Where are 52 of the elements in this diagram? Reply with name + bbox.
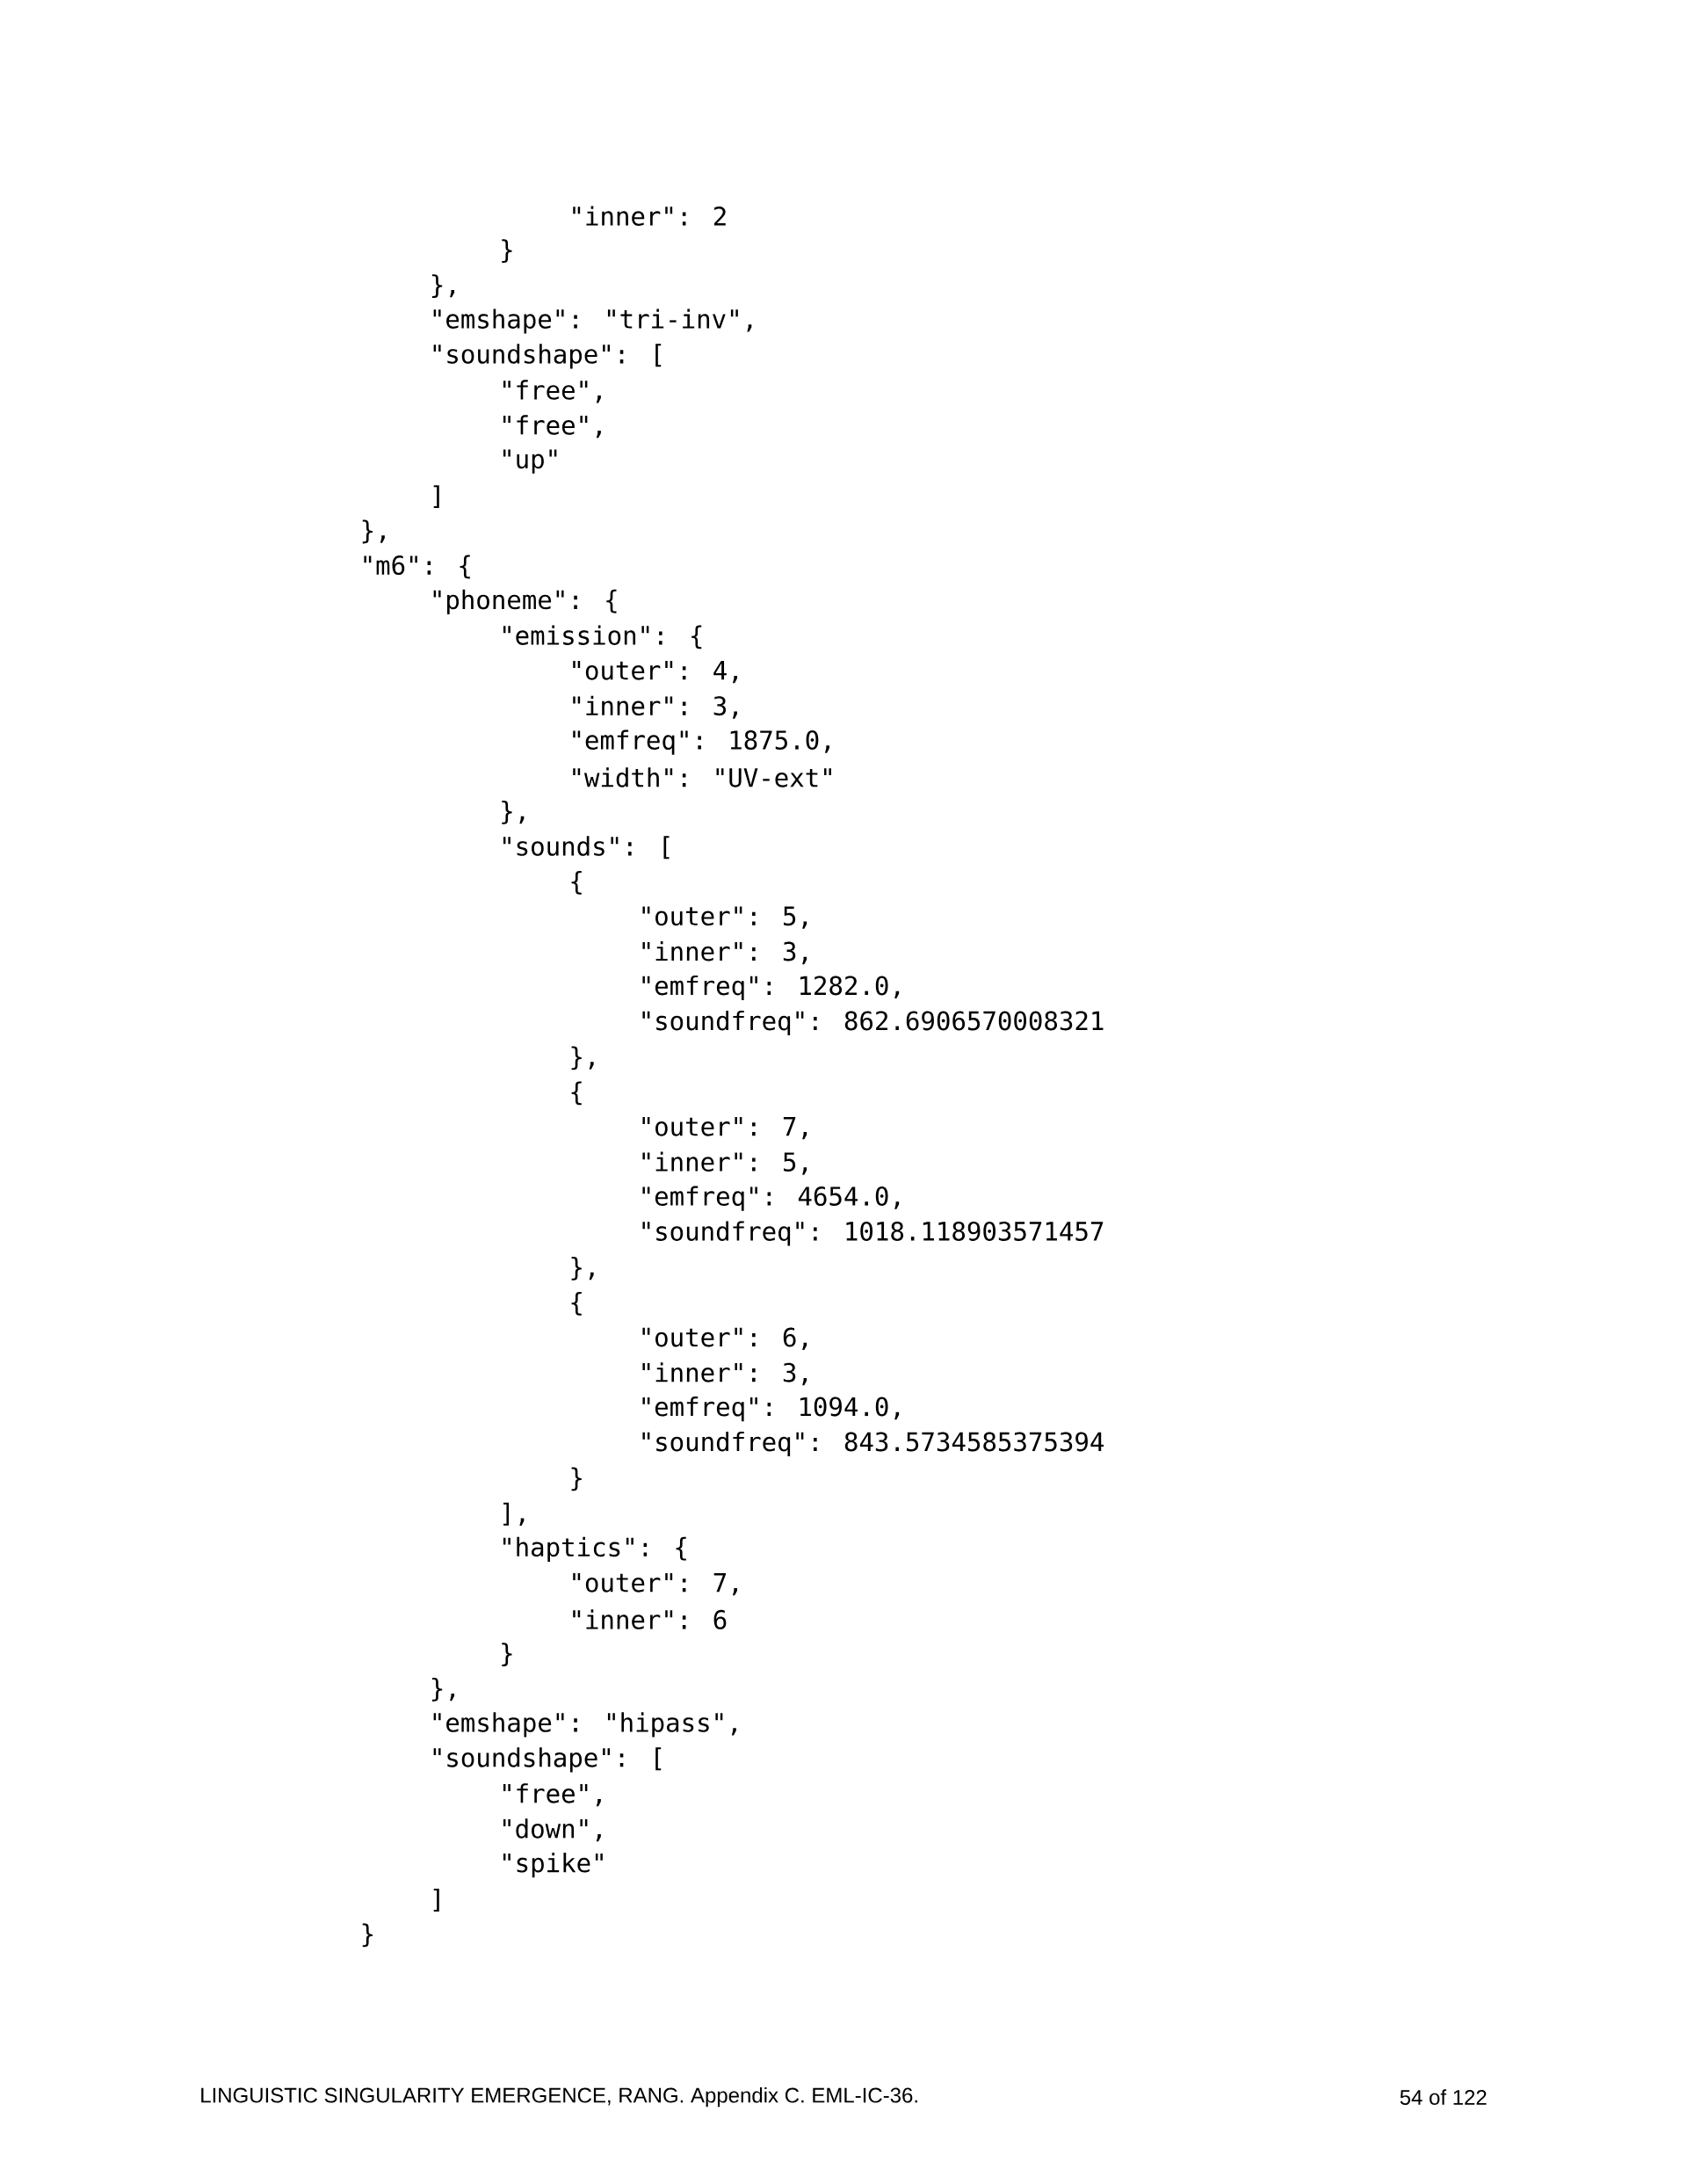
code-line: "inner": 6: [573, 1609, 727, 1629]
code-line: {: [571, 1291, 582, 1316]
code-line: },: [432, 274, 455, 298]
code-line: "soundfreq": 1018.118903571457: [642, 1221, 1104, 1246]
code-line: "spike": [503, 1853, 603, 1878]
code-line: },: [571, 1257, 594, 1281]
code-line: }: [571, 1467, 582, 1491]
code-line: "sounds": [: [503, 836, 670, 860]
code-line: "outer": 6,: [642, 1327, 807, 1351]
code-line: "soundfreq": 843.5734585375394: [642, 1431, 1104, 1457]
code-line: "haptics": {: [503, 1536, 686, 1562]
code-line: "emfreq": 4654.0,: [642, 1186, 900, 1211]
code-line: "outer": 5,: [642, 906, 807, 929]
code-line: "emshape": "tri-inv",: [433, 308, 752, 334]
code-line: "emshape": "hipass",: [433, 1712, 736, 1738]
code-line: "emfreq": 1875.0,: [573, 729, 829, 755]
code-line: "free",: [503, 415, 601, 439]
code-line: ],: [503, 1502, 525, 1526]
code-line: "down",: [503, 1818, 601, 1842]
code-line: ]: [433, 1889, 439, 1912]
code-line: "inner": 3,: [642, 941, 807, 965]
code-line: "inner": 3,: [642, 1362, 807, 1386]
code-line: "emission": {: [503, 625, 702, 649]
code-line: "soundfreq": 862.6906570008321: [642, 1010, 1104, 1036]
code-line: },: [362, 519, 385, 544]
code-line: "m6": {: [364, 555, 470, 579]
code-line: "free",: [503, 380, 601, 403]
code-line: "soundshape": [: [433, 1747, 662, 1773]
code-line: "outer": 7,: [642, 1117, 807, 1140]
code-line: "emfreq": 1282.0,: [642, 975, 900, 1001]
code-line: "width": "UV-ext": [573, 767, 831, 787]
code-line: "emfreq": 1094.0,: [642, 1397, 900, 1422]
code-line: }: [502, 239, 512, 264]
code-line: },: [502, 801, 525, 824]
code-line: "outer": 4,: [573, 661, 737, 684]
code-line: "up": [503, 449, 557, 474]
code-line: },: [432, 1678, 455, 1701]
code-line: ]: [433, 485, 439, 509]
code-line: "phoneme": {: [433, 589, 617, 614]
page-number: 54 of 122: [1400, 2089, 1487, 2105]
footer-text: LINGUISTIC SINGULARITY EMERGENCE, RANG. Appendix C. EML-IC-36.: [201, 2086, 917, 2108]
code-line: "outer": 7,: [573, 1573, 737, 1596]
code-line: }: [362, 1923, 373, 1948]
code-line: "inner": 3,: [573, 695, 737, 719]
code-line: "inner": 2: [573, 206, 726, 226]
code-line: {: [571, 870, 582, 895]
code-line: {: [571, 1081, 582, 1106]
code-line: }: [502, 1643, 512, 1666]
code-line: "soundshape": [: [433, 344, 662, 369]
code-line: "free",: [503, 1783, 601, 1807]
code-line: "inner": 5,: [642, 1151, 807, 1175]
code-line: },: [571, 1046, 594, 1070]
